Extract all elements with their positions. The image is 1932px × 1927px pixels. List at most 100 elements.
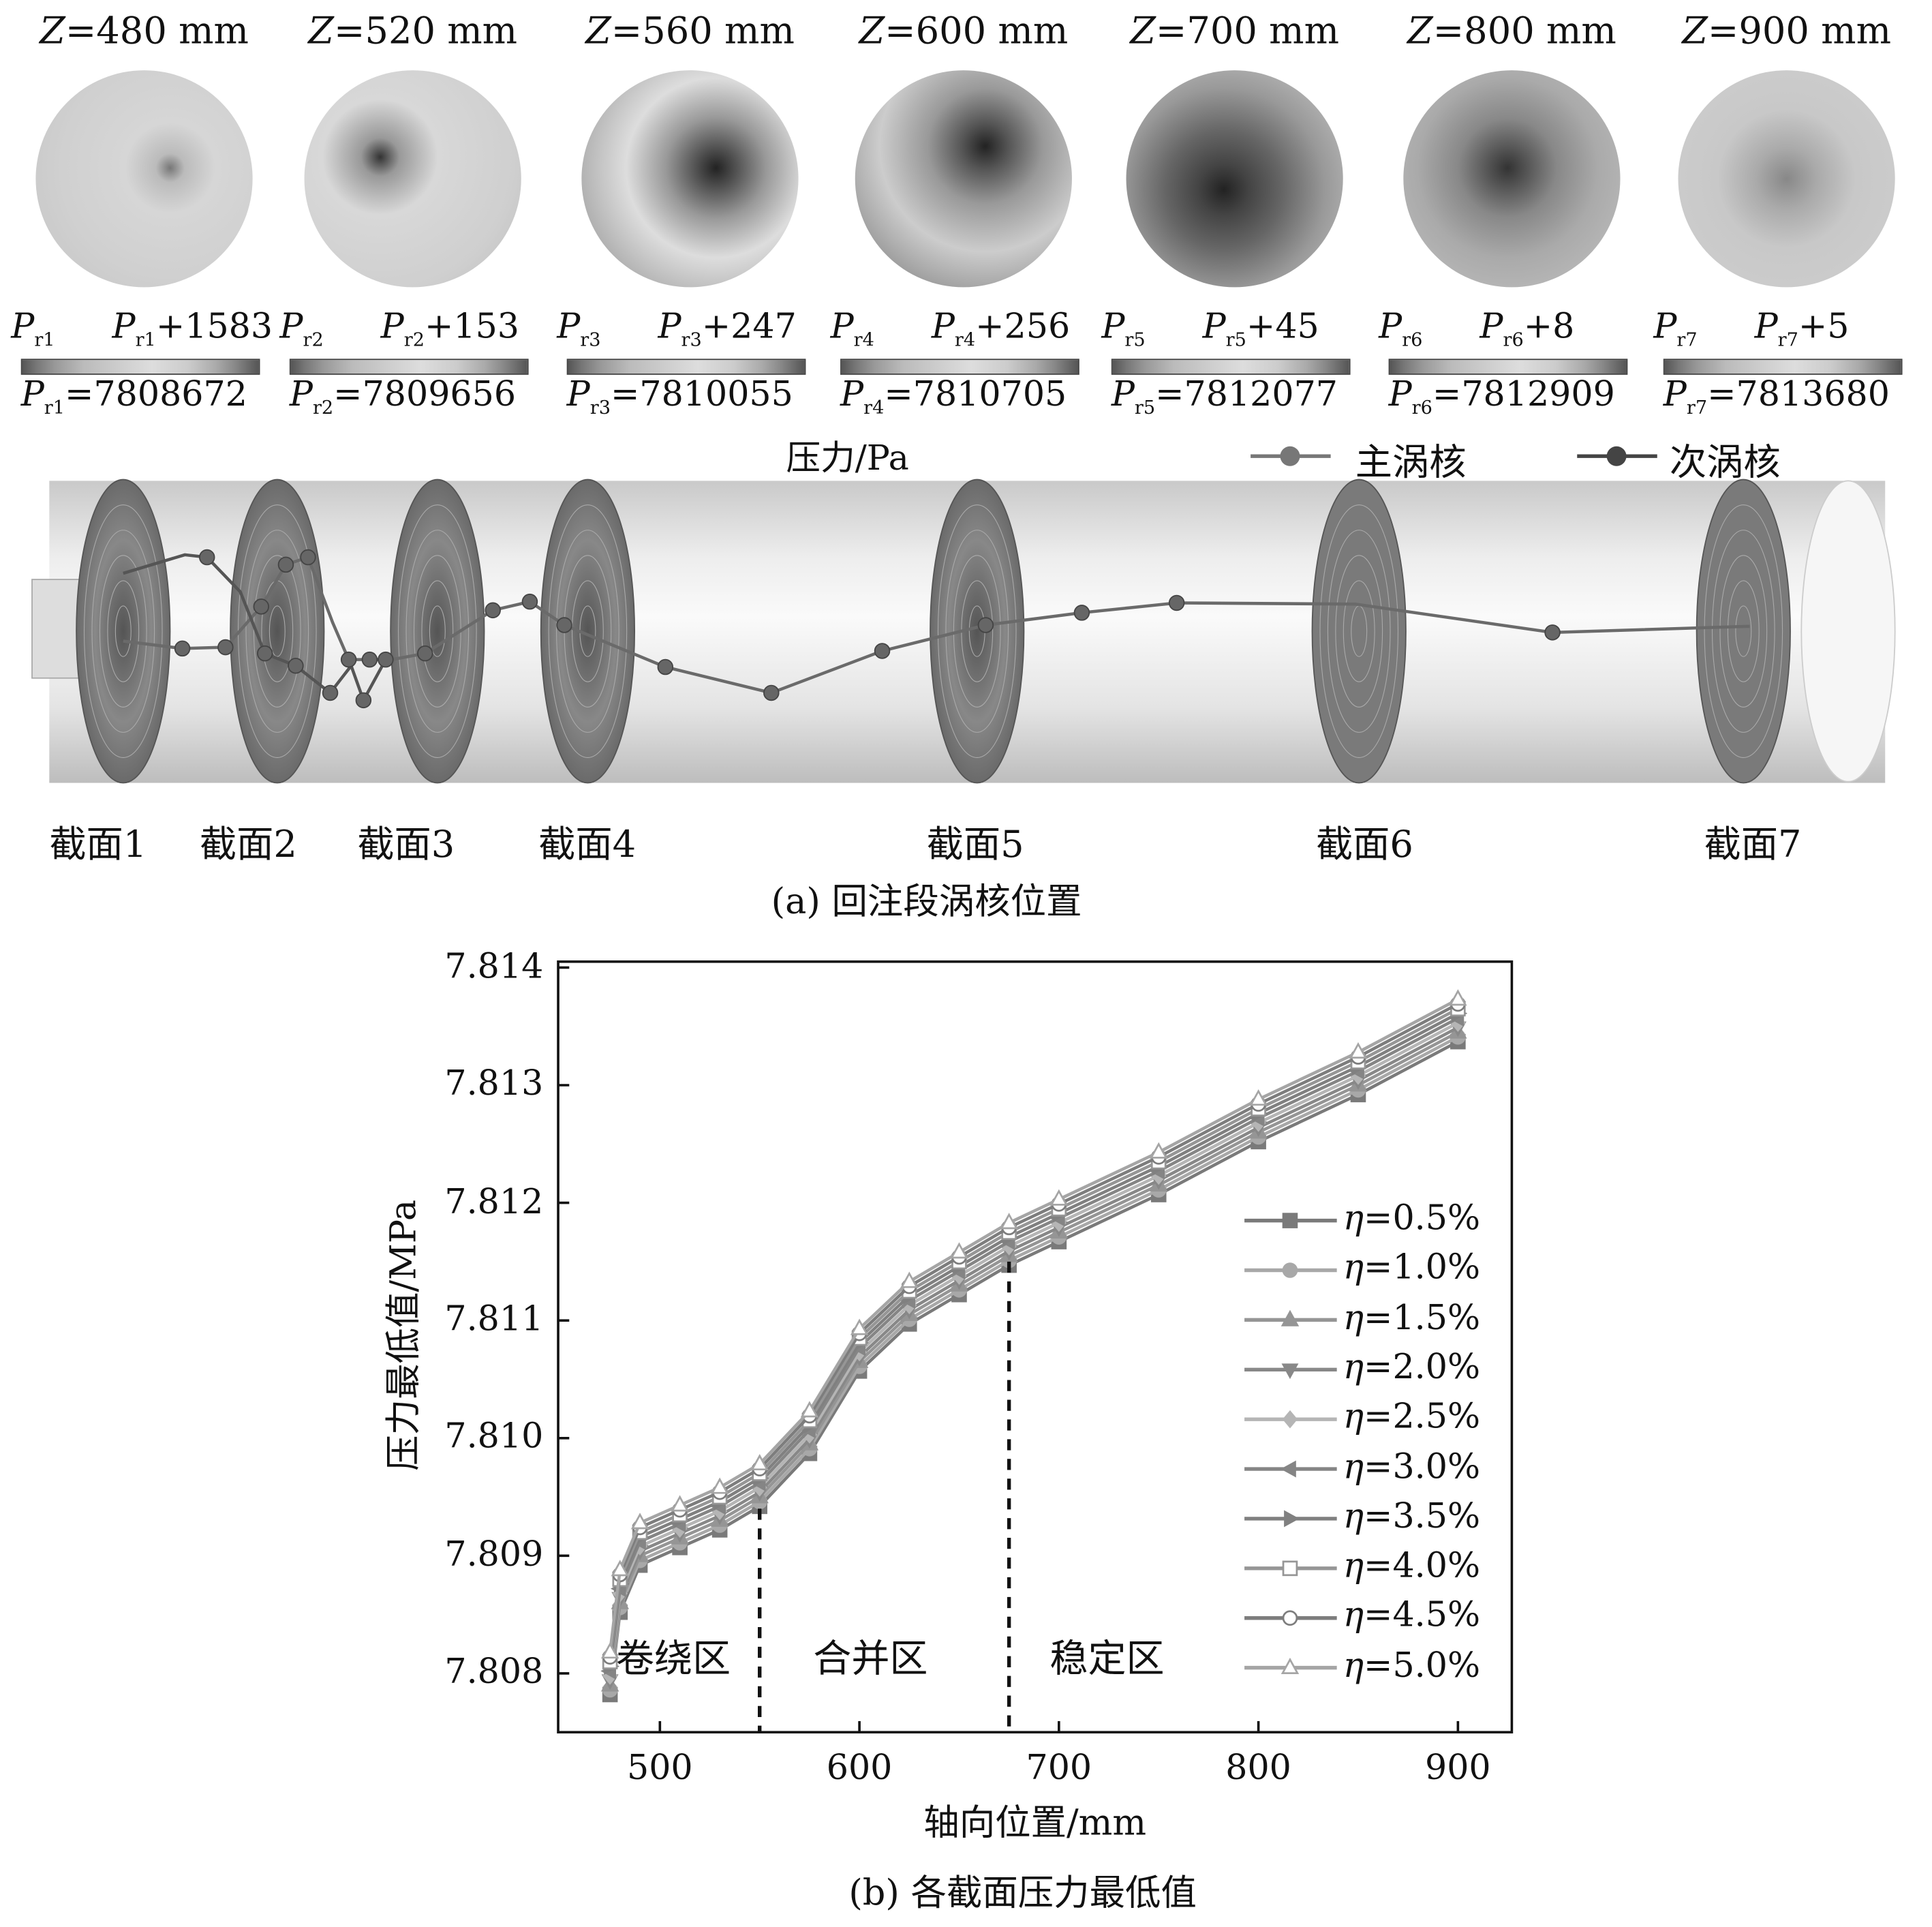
section-z-label: Z=600 mm [840, 10, 1087, 52]
section-label: 截面1 [49, 823, 147, 867]
vortex-core-point [300, 549, 316, 566]
legend-item [1244, 1560, 1337, 1577]
triangle-open-marker [750, 1453, 769, 1471]
vortex-core-point [361, 651, 378, 668]
p-value: =7813680 [1707, 374, 1890, 414]
colorbar [1111, 359, 1351, 375]
series-line [608, 1021, 1459, 1676]
z-symbol: Z [1407, 10, 1433, 53]
vortex-core-point [521, 593, 538, 610]
y-tick-label: 7.810 [444, 1416, 544, 1457]
diamond-marker [1282, 1410, 1298, 1429]
vortex-core-point [174, 640, 191, 657]
z-value: =600 mm [885, 10, 1069, 53]
colorbar-max-label: Pr1+1583 [112, 306, 273, 351]
vortex-core-point [977, 617, 994, 633]
legend-value: =2.5% [1364, 1395, 1481, 1437]
p-symbol: P [557, 305, 581, 347]
p-sub: r3 [681, 329, 702, 351]
zone-label: 卷绕区 [616, 1637, 731, 1682]
z-value: =560 mm [611, 10, 795, 53]
p-symbol: P [11, 305, 35, 347]
p-offset: +5 [1798, 305, 1850, 347]
z-value: =900 mm [1707, 10, 1891, 53]
z-value: =700 mm [1155, 10, 1340, 53]
p-sub: r2 [403, 329, 425, 351]
caption-a: (a) 回注段涡核位置 [771, 880, 1082, 922]
secondary-vortex-core-line [123, 553, 387, 704]
z-symbol: Z [859, 10, 885, 53]
colorbar [20, 359, 260, 375]
contour-ring [405, 530, 470, 733]
contour-ring [1711, 530, 1775, 733]
p-symbol: P [279, 305, 303, 347]
triangle-open-marker [630, 1513, 649, 1530]
triangle-open-marker [1449, 989, 1467, 1006]
triangle-open-marker [710, 1477, 729, 1494]
legend-value: =1.0% [1364, 1247, 1481, 1288]
eta-symbol: η [1343, 1247, 1364, 1288]
contour-ring [398, 504, 477, 758]
p-symbol: P [1653, 305, 1677, 347]
legend-label: η=5.0% [1343, 1644, 1480, 1685]
p-sub: r1 [34, 329, 55, 351]
vortex-core-point [288, 657, 304, 674]
triangle-open-marker [950, 1242, 968, 1259]
p-sub: r5 [1134, 396, 1156, 419]
p-sub: r2 [303, 329, 324, 351]
colorbar-min-label: Pr1 [11, 306, 55, 351]
p-sub: r7 [1777, 329, 1798, 351]
eta-symbol: η [1343, 1594, 1364, 1636]
legend-item [1244, 1510, 1337, 1528]
legend-value: =4.0% [1364, 1545, 1481, 1586]
contour-ring [937, 504, 1017, 758]
legend-item [1244, 1213, 1337, 1228]
contour-ring [1727, 580, 1760, 682]
triangle-open-marker [850, 1318, 869, 1335]
p-sub: r2 [312, 396, 334, 419]
colorbar-max-label: Pr7+5 [1755, 306, 1850, 351]
x-tick-label: 600 [826, 1746, 893, 1788]
legend-value: =5.0% [1364, 1644, 1481, 1685]
colorbar-max-label: Pr2+153 [381, 306, 519, 351]
series-1 [602, 1029, 1466, 1698]
p-symbol: P [1379, 305, 1402, 347]
colorbar [1663, 359, 1903, 375]
vortex-core-point [1168, 594, 1185, 611]
pressure-contour-disk [1403, 70, 1621, 288]
legend-label: η=2.0% [1343, 1346, 1480, 1387]
tube-end [1800, 480, 1896, 783]
legend-label: η=4.5% [1343, 1594, 1480, 1635]
vortex-core-point [763, 684, 780, 701]
p-sub: r4 [954, 329, 976, 351]
p-symbol: P [1663, 374, 1687, 414]
p-sub: r3 [589, 396, 611, 419]
legend-value: =2.0% [1364, 1346, 1481, 1387]
eta-symbol: η [1343, 1644, 1364, 1685]
colorbar-min-label: Pr6 [1379, 306, 1422, 351]
p-sub: r6 [1503, 329, 1524, 351]
contour-ring [421, 580, 454, 682]
y-tick-label: 7.812 [444, 1181, 544, 1222]
p-sub: r6 [1411, 396, 1432, 419]
contour-ring [1735, 605, 1752, 657]
reference-pressure-label: Pr7=7813680 [1663, 374, 1890, 419]
vortex-core-point [378, 651, 394, 668]
contour-ring [556, 530, 619, 733]
p-sub: r7 [1686, 396, 1708, 419]
series-5 [600, 1010, 1465, 1680]
triangle-open-marker [671, 1495, 689, 1512]
x-tick-label: 900 [1425, 1746, 1491, 1788]
series-line [608, 1031, 1459, 1686]
vortex-core-point [322, 684, 339, 701]
vortex-core-point [217, 639, 234, 656]
reference-pressure-label: Pr4=7810705 [840, 374, 1067, 419]
p-value: =7808672 [65, 374, 247, 414]
square-open-marker [1282, 1560, 1298, 1577]
triangle-open-marker [1000, 1213, 1018, 1230]
legend-label: η=3.0% [1343, 1446, 1480, 1487]
p-sub: r6 [1402, 329, 1423, 351]
legend-label: η=3.5% [1343, 1496, 1480, 1536]
plot-frame [557, 960, 1514, 1734]
colorbar [566, 359, 806, 375]
